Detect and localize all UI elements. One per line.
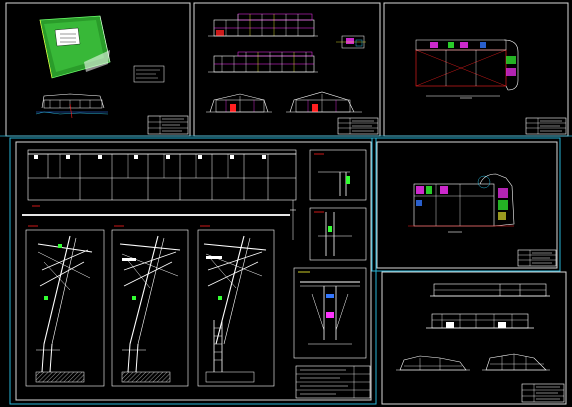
elevation-long (430, 283, 550, 297)
elevation-rear (208, 51, 318, 73)
title-block-icon (147, 115, 189, 135)
sheet-structural-details (15, 141, 372, 401)
elevation-front (208, 13, 318, 37)
connection-detail-3 (293, 267, 367, 359)
title-block-icon (521, 383, 565, 403)
building-footprint (54, 27, 81, 47)
roof-framing-plan (22, 149, 297, 240)
sheet-exterior-views (381, 271, 567, 405)
perspective-view-left (396, 355, 470, 371)
elevation-front-view (426, 313, 534, 329)
detail-small (336, 35, 366, 49)
legend-box (133, 65, 165, 83)
site-section (35, 93, 109, 119)
truss-detail-2 (111, 225, 189, 387)
title-block-icon (525, 117, 567, 135)
title-block-icon (337, 117, 379, 135)
title-block-icon (295, 365, 371, 399)
sheet-site-plan (5, 2, 191, 137)
perspective-view-right (482, 353, 550, 371)
building-section-left (206, 93, 272, 113)
truss-detail-1 (25, 225, 105, 387)
sheet-floor-plan-b (376, 141, 558, 269)
connection-detail-2 (309, 207, 367, 261)
floor-plan-a-drawing (415, 39, 519, 99)
sheet-frames (0, 135, 572, 405)
sheet-floor-plan-a (383, 2, 569, 137)
title-block-icon (517, 249, 557, 267)
floor-plan-b-drawing (408, 173, 515, 233)
connection-detail-1 (309, 149, 367, 201)
building-section-right (286, 91, 362, 113)
sheet-elevations (193, 2, 381, 137)
truss-detail-3 (197, 225, 275, 387)
